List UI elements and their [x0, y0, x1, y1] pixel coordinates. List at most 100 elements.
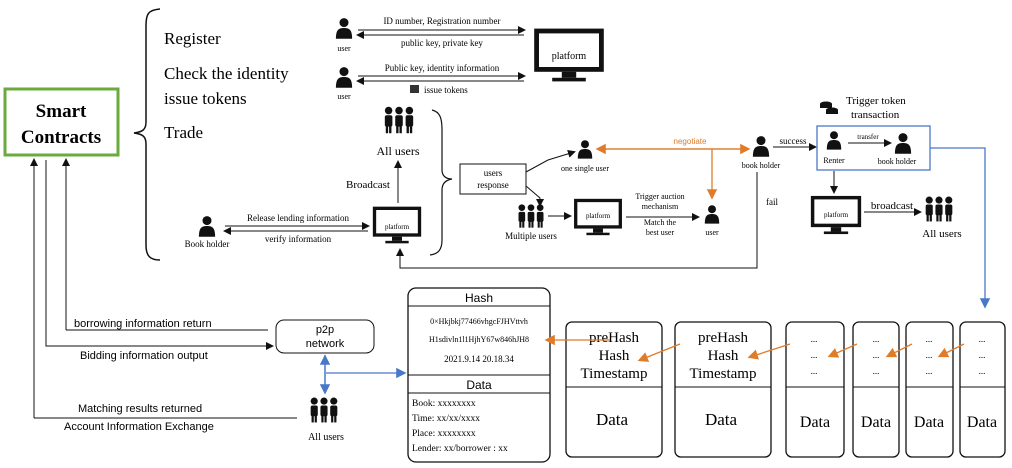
- trigger-auction-label-2: mechanism: [642, 202, 679, 211]
- fail-return-arrow: [396, 172, 758, 269]
- chain-block-6: [959, 321, 1006, 458]
- chain-link-4: [827, 343, 858, 358]
- one-single-user-icon: [577, 140, 593, 159]
- public-private-key-label: public key, private key: [401, 38, 483, 48]
- multiple-users-label: Multiple users: [505, 231, 557, 241]
- smart-contracts-label-2: Contracts: [21, 127, 101, 148]
- register-label: Register: [164, 29, 221, 48]
- matching-results-label: Matching results returned: [78, 403, 202, 415]
- all-users-right-icon: [925, 196, 953, 222]
- account-exchange-label: Account Information Exchange: [64, 421, 214, 433]
- platform-label-mid: platform: [385, 223, 410, 231]
- chain-block-1-timestamp: Timestamp: [581, 366, 648, 382]
- single-user-branch: [525, 149, 576, 173]
- hash-line-1: 0×Hkjbkj77466vhgcFJHVttvh: [430, 317, 528, 326]
- book-holder-left-label: Book holder: [185, 239, 230, 249]
- chain-block-2-hash: Hash: [708, 348, 739, 364]
- users-response-label: users: [484, 168, 503, 178]
- block-timestamp: 2021.9.14 20.18.34: [444, 354, 514, 364]
- chain-link-5: [885, 343, 913, 358]
- chain-block-4-dots-1: ...: [873, 334, 880, 344]
- fail-label: fail: [766, 197, 778, 207]
- broadcast-right-label: broadcast: [871, 200, 913, 212]
- renter-label: Renter: [823, 156, 845, 165]
- place-field: Place: xxxxxxxx: [412, 429, 476, 439]
- token-icon: [410, 85, 419, 93]
- transfer-label: transfer: [857, 133, 879, 141]
- chain-block-2-prehash: preHash: [698, 330, 748, 346]
- user-icon: [335, 18, 353, 39]
- issue-tokens-small-label: issue tokens: [424, 85, 468, 95]
- all-users-bottom-icon: [310, 397, 338, 423]
- chain-block-2-timestamp: Timestamp: [690, 366, 757, 382]
- all-users-bottom-label: All users: [308, 432, 344, 443]
- multiple-users-branch: [525, 185, 544, 207]
- chain-block-6-dots-1: ...: [979, 334, 986, 344]
- user-icon-2: [335, 67, 353, 88]
- chain-block-2: [674, 321, 772, 458]
- issue-tokens-label: issue tokens: [164, 89, 247, 108]
- chain-block-3-dots-3: ...: [811, 366, 818, 376]
- p2p-label: p2p: [316, 324, 334, 336]
- hash-line-2: H1sdivln1l1HjhY67w846hJH8: [429, 335, 529, 344]
- to-chain-arrow: [930, 147, 991, 309]
- p2p-network-box: [275, 319, 375, 354]
- chain-link-3: [747, 343, 791, 360]
- smart-contracts-label: Smart: [36, 101, 87, 122]
- all-users-label: All users: [377, 144, 420, 158]
- all-users-icon: [384, 106, 414, 134]
- public-key-identity-label: Public key, identity information: [385, 63, 500, 73]
- platform-label-top: platform: [552, 51, 587, 62]
- trade-label: Trade: [164, 123, 203, 142]
- broadcast-label: Broadcast: [346, 179, 390, 191]
- chain-block-4-dots-2: ...: [873, 350, 880, 360]
- chain-block-2-data: Data: [705, 410, 738, 429]
- chain-block-3-dots-2: ...: [811, 350, 818, 360]
- chain-block-1-prehash: preHash: [589, 330, 639, 346]
- success-label: success: [780, 136, 807, 146]
- chain-link-6: [937, 343, 965, 358]
- matched-user-icon: [704, 205, 720, 224]
- network-label: network: [306, 338, 345, 350]
- verify-information-label: verify information: [265, 234, 332, 244]
- book-holder-2-label: book holder: [878, 157, 917, 166]
- trigger-token-label-2: transaction: [851, 109, 900, 121]
- data-title: Data: [466, 378, 492, 392]
- match-best-user-label-2: best user: [646, 228, 675, 237]
- hash-title: Hash: [465, 291, 493, 305]
- chain-block-5-data: Data: [914, 414, 944, 431]
- chain-block-4-dots-3: ...: [873, 366, 880, 376]
- borrowing-return-label: borrowing information return: [74, 318, 212, 330]
- smart-contracts-box: [3, 87, 120, 157]
- left-brace: [133, 8, 161, 261]
- platform-label-right: platform: [824, 211, 849, 219]
- check-identity-label: Check the identity: [164, 64, 289, 83]
- chain-block-6-dots-3: ...: [979, 366, 986, 376]
- negotiate-label: negotiate: [674, 137, 707, 146]
- multiple-users-icon: [518, 204, 544, 228]
- token-stack-icon: [820, 101, 838, 114]
- release-lending-label: Release lending information: [247, 213, 349, 223]
- book-holder-icon: [752, 136, 770, 157]
- chain-block-5-dots-3: ...: [926, 366, 933, 376]
- chain-block-6-data: Data: [967, 414, 997, 431]
- match-best-user-label: Match the: [644, 218, 677, 227]
- chain-block-4-data: Data: [861, 414, 891, 431]
- one-single-user-label: one single user: [561, 164, 609, 173]
- user-label: user: [337, 44, 351, 53]
- chain-block-5-dots-1: ...: [926, 334, 933, 344]
- bidding-output-label: Bidding information output: [80, 350, 208, 362]
- chain-block-1-data: Data: [596, 410, 629, 429]
- book-holder-left-icon: [198, 216, 216, 237]
- chain-link-2: [637, 343, 681, 362]
- users-response-box: [459, 163, 527, 195]
- book-holder-label: book holder: [742, 161, 781, 170]
- matched-user-label: user: [705, 228, 719, 237]
- time-field: Time: xx/xx/xxxx: [412, 414, 480, 424]
- users-response-label-2: response: [477, 180, 509, 190]
- chain-block-6-dots-2: ...: [979, 350, 986, 360]
- book-field: Book: xxxxxxxx: [412, 399, 476, 409]
- users-brace: [429, 109, 453, 256]
- chain-block-1-hash: Hash: [599, 348, 630, 364]
